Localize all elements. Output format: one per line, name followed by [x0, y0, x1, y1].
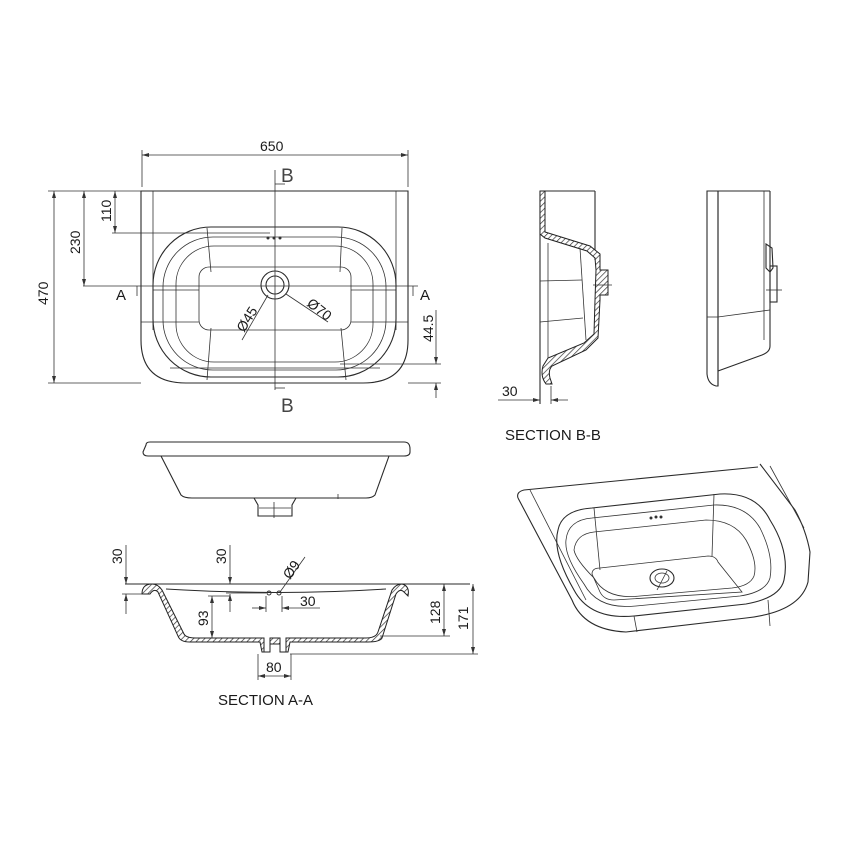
overflow-diameter-9-label: Ø9 — [279, 557, 303, 582]
section-aa-dim-30-left: 30 — [109, 548, 125, 564]
section-bb-dim-30-label: 30 — [502, 383, 518, 399]
section-b-top-marker: B — [281, 166, 294, 187]
section-aa-dim-30-overflow: 30 — [300, 593, 316, 609]
waste-diameter-70-label: Ø70 — [304, 295, 335, 324]
side-view — [706, 190, 782, 387]
height-470-label: 470 — [35, 281, 51, 305]
dim-230-label: 230 — [67, 230, 83, 254]
section-b-bottom-marker: B — [281, 396, 294, 417]
section-aa-dim-93: 93 — [195, 610, 211, 626]
section-aa-title: SECTION A-A — [218, 692, 313, 709]
dim-110-label: 110 — [98, 199, 114, 222]
section-b-b: 30 SECTION B-B — [498, 190, 612, 444]
section-aa-dim-80: 80 — [266, 659, 282, 675]
section-a-right-marker: A — [420, 287, 430, 304]
width-650-label: 650 — [260, 138, 284, 154]
isometric-view — [517, 463, 811, 633]
section-a-a: 30 30 Ø9 30 93 128 171 80 SECTION A-A — [109, 545, 478, 709]
section-bb-title: SECTION B-B — [505, 427, 601, 444]
section-aa-dim-171: 171 — [455, 606, 471, 630]
dim-44-5-label: 44.5 — [420, 315, 436, 342]
front-elevation — [142, 441, 411, 518]
section-aa-dim-128: 128 — [427, 600, 443, 624]
section-aa-dim-30-mid: 30 — [213, 548, 229, 564]
plan-view: 650 470 230 110 44.5 Ø45 Ø70 A A B B — [35, 138, 441, 417]
section-a-left-marker: A — [116, 287, 126, 304]
